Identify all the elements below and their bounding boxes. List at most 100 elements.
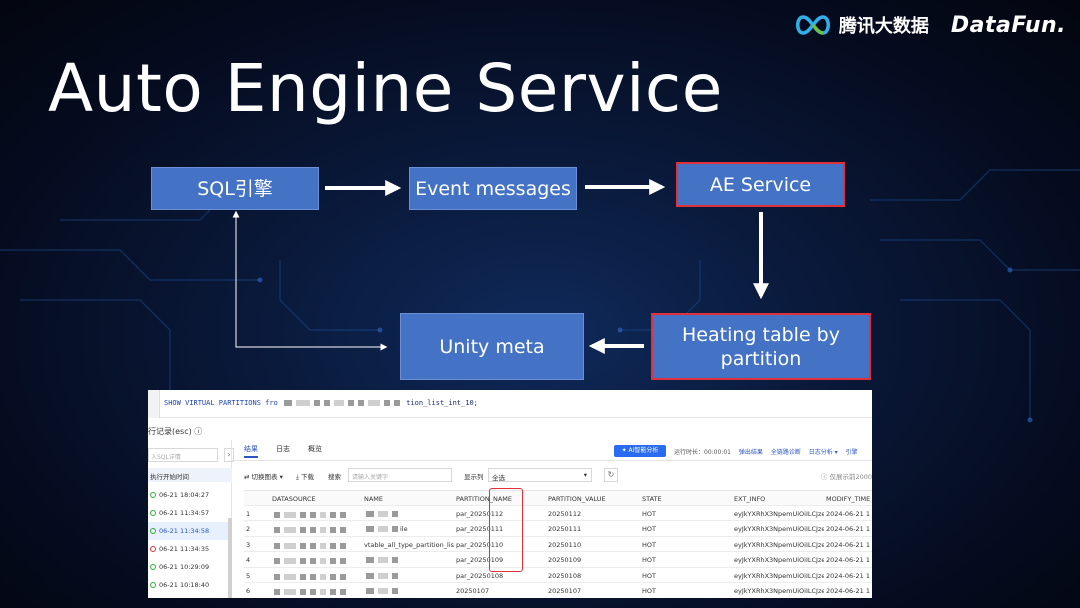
partition-name-cell: par_20250108 xyxy=(456,571,504,580)
editor-gutter xyxy=(148,390,160,418)
run-time: 运行时长：00:00:01 xyxy=(674,449,731,456)
partition-name-cell: par_20250111 xyxy=(456,525,504,533)
name-cell xyxy=(364,587,454,595)
popup-result-link[interactable]: 弹出结果 xyxy=(738,449,763,456)
history-search-button[interactable]: › xyxy=(224,448,234,462)
history-item[interactable]: 06-21 10:18:40 xyxy=(148,576,232,594)
column-select[interactable]: 全选 ▾ xyxy=(488,468,592,482)
tab-overview[interactable]: 概览 xyxy=(308,445,322,453)
query-result-screenshot: SHOW VIRTUAL PARTITIONS fro tion_list_in… xyxy=(148,390,872,598)
ai-analysis-button[interactable]: ✦ AI智能分析 xyxy=(614,445,666,457)
column-select-value: 全选 xyxy=(492,474,505,482)
history-search-input[interactable]: 入SQL详情 xyxy=(148,448,218,462)
result-toolbar: ⇄ 切换图表 ▾ ⤓ 下载 搜索 请输入关键字 显示列 全选 ▾ ↻ ⓘ 仅展示… xyxy=(244,468,872,484)
name-cell-text: ile xyxy=(400,525,408,533)
column-header[interactable]: DATASOURCE xyxy=(272,495,316,503)
ext-info-cell: eyJkYXRhX3NpemUiOiILCJze xyxy=(734,571,824,580)
history-item[interactable]: 06-21 11:34:57 xyxy=(148,504,232,522)
modify-time-cell: 2024-06-21 1 xyxy=(826,509,870,518)
full-trace-link[interactable]: 全链路诊断 xyxy=(770,449,801,456)
switch-chart-button[interactable]: ⇄ 切换图表 ▾ xyxy=(244,473,283,481)
datasource-cell-redacted xyxy=(272,526,348,534)
partition-name-cell: par_20250109 xyxy=(456,556,504,564)
sql-statement: SHOW VIRTUAL PARTITIONS fro tion_list_in… xyxy=(164,399,478,407)
ai-analysis-label: AI智能分析 xyxy=(628,447,659,454)
state-cell: HOT xyxy=(642,525,656,533)
refresh-icon[interactable]: ↻ xyxy=(604,468,618,482)
heating-table-label: Heating table by partition xyxy=(682,323,840,370)
datasource-cell-redacted xyxy=(272,588,348,596)
ai-sparkle-icon: ✦ xyxy=(621,447,629,454)
column-header[interactable]: EXT_INFO xyxy=(734,495,766,503)
partition-value-cell: 20250108 xyxy=(548,571,582,580)
keyword-search-input[interactable]: 请输入关键字 xyxy=(348,468,452,482)
row-limit-info: ⓘ 仅展示前2000 xyxy=(820,473,872,481)
history-item[interactable]: 06-21 11:34:35 xyxy=(148,540,232,558)
ae-service-box: AE Service xyxy=(676,162,845,207)
state-column-highlight xyxy=(489,488,523,572)
datasource-cell-redacted xyxy=(272,573,348,581)
column-header[interactable]: PARTITION_NAME xyxy=(456,495,513,503)
history-item[interactable]: 06-21 18:04:27 xyxy=(148,486,232,504)
modify-time-cell: 2024-06-21 1 xyxy=(826,556,870,564)
state-cell: HOT xyxy=(642,540,656,549)
success-status-icon xyxy=(150,510,156,516)
heating-table-box: Heating table by partition xyxy=(651,313,871,380)
name-cell-redacted xyxy=(364,510,400,518)
column-header[interactable]: STATE xyxy=(642,495,662,503)
partition-name-cell: par_20250110 xyxy=(456,540,504,549)
modify-time-cell: 2024-06-21 1 xyxy=(826,571,870,580)
history-scrollbar[interactable] xyxy=(228,518,232,598)
name-cell-text: vtable_all_type_partition_list xyxy=(364,540,454,549)
row-index: 1 xyxy=(246,509,251,518)
modify-time-cell: 2024-06-21 1 xyxy=(826,540,870,549)
download-button[interactable]: ⤓ 下载 xyxy=(296,473,314,481)
ext-info-cell: eyJkYXRhX3NpemUiOiILCJze xyxy=(734,587,824,595)
datasource-cell-redacted xyxy=(272,542,348,550)
partition-value-cell: 20250107 xyxy=(548,587,582,595)
name-cell: ile xyxy=(364,525,454,533)
history-item-time: 06-21 10:18:40 xyxy=(159,581,210,589)
column-header[interactable]: MODIFY_TIME xyxy=(826,495,871,503)
row-index: 3 xyxy=(246,540,251,549)
ext-info-cell: eyJkYXRhX3NpemUiOiILCJze xyxy=(734,540,824,549)
datasource-cell-redacted xyxy=(272,557,348,565)
state-cell: HOT xyxy=(642,556,656,564)
partition-value-cell: 20250109 xyxy=(548,556,582,564)
name-cell xyxy=(364,556,454,564)
history-item-time: 06-21 11:34:58 xyxy=(159,527,210,535)
partition-value-cell: 20250110 xyxy=(548,540,582,549)
header-logos: 腾讯大数据 DataFun. xyxy=(793,12,1066,38)
sql-editor-line[interactable]: SHOW VIRTUAL PARTITIONS fro tion_list_in… xyxy=(148,390,872,418)
engine-link[interactable]: 引擎 xyxy=(845,449,858,456)
page-title: Auto Engine Service xyxy=(48,50,723,127)
tab-log[interactable]: 日志 xyxy=(276,445,290,453)
name-cell-redacted xyxy=(364,556,400,564)
log-analysis-link[interactable]: 日志分析 ▾ xyxy=(808,449,838,456)
tab-divider xyxy=(232,460,872,461)
tab-result[interactable]: 结果 xyxy=(244,444,258,458)
state-cell: HOT xyxy=(642,587,656,595)
sql-prefix: SHOW VIRTUAL PARTITIONS fro xyxy=(164,399,278,407)
tencent-bigdata-label: 腾讯大数据 xyxy=(838,16,929,37)
column-header[interactable]: PARTITION_VALUE xyxy=(548,495,606,503)
history-item[interactable]: 06-21 11:34:58 xyxy=(148,522,232,540)
event-messages-label: Event messages xyxy=(415,177,571,200)
state-cell: HOT xyxy=(642,509,656,518)
name-cell-redacted xyxy=(364,587,400,595)
ext-info-cell: eyJkYXRhX3NpemUiOiILCJze xyxy=(734,525,824,533)
column-header[interactable]: NAME xyxy=(364,495,384,503)
tencent-bigdata-logo: 腾讯大数据 xyxy=(793,12,929,38)
display-columns-label: 显示列 xyxy=(464,473,484,481)
sql-engine-label: SQL引擎 xyxy=(197,177,273,200)
unity-meta-label: Unity meta xyxy=(439,335,545,358)
history-item[interactable]: 06-21 10:29:09 xyxy=(148,558,232,576)
infinity-logo-icon xyxy=(795,15,830,35)
partition-value-cell: 20250112 xyxy=(548,509,582,518)
